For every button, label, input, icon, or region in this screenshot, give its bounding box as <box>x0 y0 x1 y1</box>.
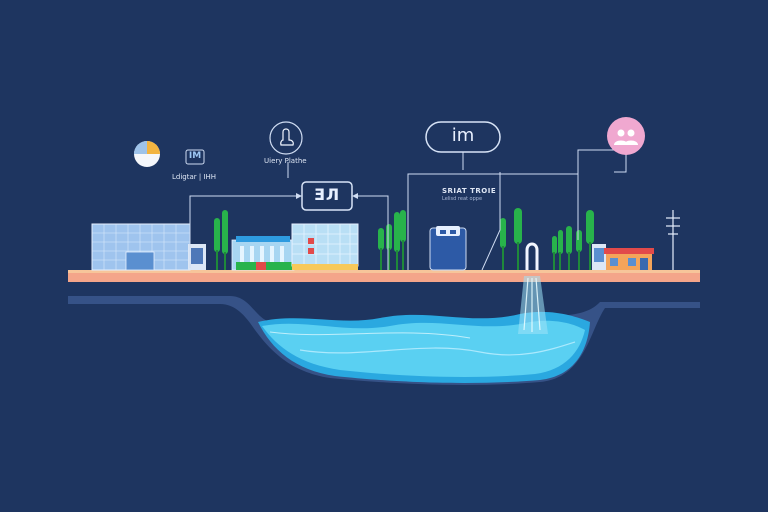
left-caption: Ldigtar | IHH <box>172 173 217 181</box>
finger-pointer-icon <box>269 121 303 155</box>
center-rect-badge-text: ƎЛ <box>313 185 341 204</box>
center-rect-badge <box>301 181 353 211</box>
power-pole <box>666 210 680 270</box>
smart-subtitle: Lelisd reat oppe <box>442 196 483 202</box>
glass-building-left <box>91 223 191 271</box>
left-small-badge <box>185 149 205 165</box>
pie-chart-icon <box>134 141 160 167</box>
top-pill-badge-text: im <box>451 125 475 146</box>
museum-building <box>231 236 295 271</box>
connector-lines <box>189 149 627 271</box>
top-pill-badge <box>425 121 501 153</box>
tree-group <box>214 208 594 270</box>
water-basin <box>68 296 700 385</box>
left-small-badge-text: IM <box>188 151 202 161</box>
water-tap <box>518 242 548 334</box>
smart-station <box>429 226 467 271</box>
hospital-building <box>291 223 359 270</box>
smart-title: SRIAT TROIE <box>442 187 497 195</box>
center-caption: Uiery Plathe <box>264 157 307 165</box>
house <box>604 248 654 270</box>
users-icon <box>607 117 645 155</box>
